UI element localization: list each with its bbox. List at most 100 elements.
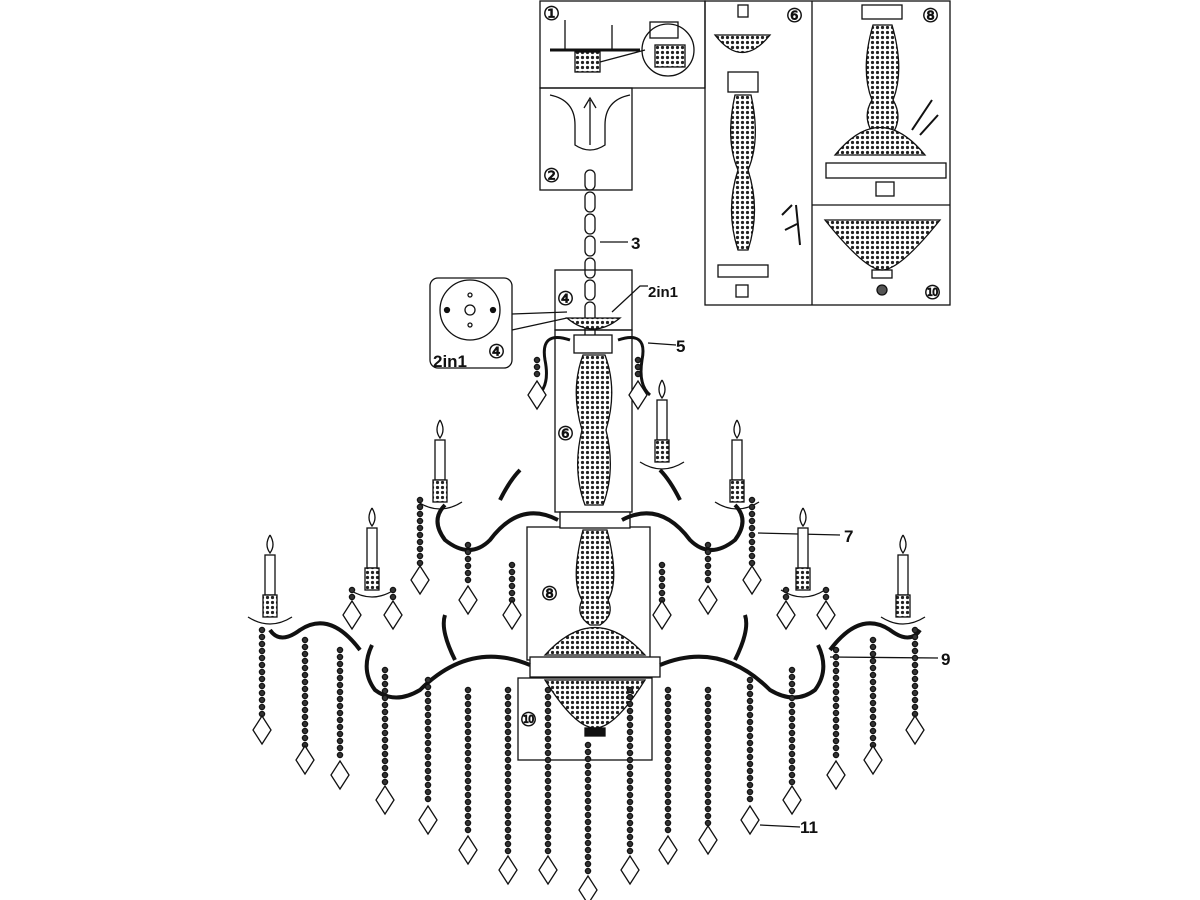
crystal-bead [301, 678, 309, 686]
crystal-bead [464, 562, 472, 570]
crystal-bead [544, 749, 552, 757]
candle-cup [729, 479, 745, 503]
crystal-bead [664, 819, 672, 827]
crystal-bead [584, 867, 592, 875]
crystal-bead [381, 680, 389, 688]
crystal-bead [464, 805, 472, 813]
crystal-bead [381, 757, 389, 765]
candle-cup [432, 479, 448, 503]
crystal-bead [911, 640, 919, 648]
crystal-bead [504, 742, 512, 750]
body-detail-illustration [825, 4, 947, 197]
crystal-bead [832, 737, 840, 745]
crystal-bead [464, 735, 472, 743]
crystal-bead [869, 699, 877, 707]
crystal-bead [664, 735, 672, 743]
crystal-strand [252, 626, 272, 746]
crystal-bead [746, 753, 754, 761]
crystal-bead [626, 784, 634, 792]
candle [880, 534, 926, 625]
crystal-bead [748, 545, 756, 553]
callout-crystals: 11 [800, 818, 818, 837]
crystal-bead [336, 744, 344, 752]
crystal-bead [464, 693, 472, 701]
crystal-bead [782, 593, 790, 601]
crystal-bead [504, 819, 512, 827]
crystal-bead [704, 805, 712, 813]
crystal-bead [258, 661, 266, 669]
flame [899, 534, 907, 555]
crystal-bead [704, 798, 712, 806]
crystal-bead [704, 555, 712, 563]
candle [247, 534, 293, 625]
panel-6-label: ⑥ [786, 6, 803, 27]
crystal-bead [508, 561, 516, 569]
crystal-bead [504, 847, 512, 855]
crystal-bead [533, 370, 541, 378]
bobeche [417, 501, 463, 510]
crystal-bead [464, 784, 472, 792]
crystal-bead [416, 552, 424, 560]
crystal-bead [504, 770, 512, 778]
crystal-pendant [742, 564, 762, 596]
crystal-bead [301, 657, 309, 665]
crystal-pendant [295, 744, 315, 776]
callout-bottom-cup: ⑩ [520, 710, 537, 731]
crystal-bead [381, 673, 389, 681]
crystal-bead [832, 702, 840, 710]
crystal-bead [424, 690, 432, 698]
crystal-pendant [698, 584, 718, 616]
candle [714, 419, 760, 510]
crystal-bead [626, 728, 634, 736]
crystal-bead [258, 647, 266, 655]
crystal-bead [584, 839, 592, 847]
ceiling-bracket-wiring-illustration [550, 20, 695, 77]
panel-2-box [539, 87, 633, 191]
crystal-bead [746, 781, 754, 789]
crystal-bead [746, 774, 754, 782]
crystal-bead [381, 736, 389, 744]
crystal-bead [869, 727, 877, 735]
bobeche [639, 461, 685, 470]
candle-cup [262, 594, 278, 618]
crystal-bead [584, 853, 592, 861]
crystal-bead [416, 538, 424, 546]
callout-lower-arms: 9 [941, 650, 950, 669]
canopy-plate-inset-box [429, 277, 513, 369]
crystal-bead [832, 681, 840, 689]
crystal-bead [704, 714, 712, 722]
crystal-bead [504, 826, 512, 834]
crystal-bead [626, 798, 634, 806]
crystal-bead [704, 686, 712, 694]
crystal-bead [584, 860, 592, 868]
crystal-bead [544, 770, 552, 778]
crystal-bead [788, 701, 796, 709]
bottom-cup-detail-illustration [823, 219, 942, 296]
crystal-bead [381, 729, 389, 737]
crystal-bead [658, 589, 666, 597]
crystal-bead [788, 715, 796, 723]
flame [799, 507, 807, 528]
crystal-bead [381, 687, 389, 695]
crystal-bead [424, 746, 432, 754]
crystal-bead [704, 749, 712, 757]
crystal-bead [544, 721, 552, 729]
crystal-bead [626, 700, 634, 708]
crystal-bead [544, 791, 552, 799]
crystal-bead [584, 741, 592, 749]
crystal-bead [626, 686, 634, 694]
crystal-bead [584, 769, 592, 777]
crystal-bead [869, 657, 877, 665]
crystal-bead [258, 640, 266, 648]
crystal-bead [832, 723, 840, 731]
crystal-bead [544, 840, 552, 848]
crystal-bead [464, 770, 472, 778]
crystal-bead [664, 798, 672, 806]
crystal-bead [544, 777, 552, 785]
crystal-bead [504, 812, 512, 820]
crystal-strand [458, 686, 478, 866]
crystal-bead [746, 725, 754, 733]
crystal-bead [508, 582, 516, 590]
